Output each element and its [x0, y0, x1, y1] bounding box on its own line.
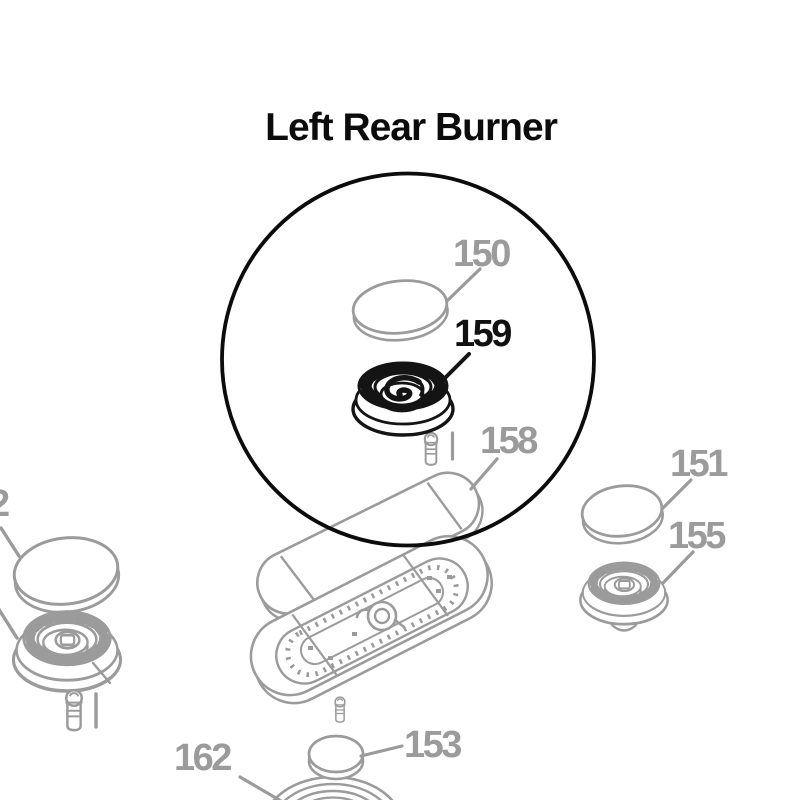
part-label-162: 162 [174, 737, 232, 779]
burner-cap-150-drawing [351, 279, 449, 342]
part-label-159: 159 [454, 313, 512, 355]
leader-line-153 [359, 744, 404, 758]
diagram-title: Left Rear Burner [265, 106, 558, 149]
burner-cap-151-drawing [580, 484, 664, 545]
burner-skirt-notch [91, 661, 112, 685]
burner-port-dots [308, 575, 452, 660]
burner-cap-left-drawing [12, 536, 121, 614]
small-screw-center-bottom [334, 696, 346, 723]
mounting-screw-left [64, 688, 84, 732]
burner-head-159-drawing [351, 361, 455, 437]
part-label-150: 150 [453, 233, 511, 275]
burner-head-162-partial-drawing [272, 775, 394, 800]
leader-line-151 [661, 478, 693, 510]
part-label-153: 153 [404, 724, 462, 766]
burner-head-155-tab [610, 623, 638, 632]
part-label-155: 155 [668, 515, 726, 557]
part-label-151: 151 [670, 443, 728, 485]
leader-line-162 [238, 775, 283, 800]
leader-line-150 [446, 267, 482, 302]
leader-line-155 [661, 550, 695, 585]
leader-line-left-head [0, 607, 19, 640]
mounting-screw-center [423, 431, 439, 466]
burner-head-155-drawing [580, 563, 667, 624]
igniter-detail [355, 600, 406, 632]
detail-circle [220, 171, 596, 548]
leader-line-left-cap [0, 526, 21, 558]
part-label-2-clipped: 2 [0, 485, 10, 523]
burner-cap-153-drawing [307, 734, 365, 781]
leader-line-159 [442, 352, 471, 381]
burner-head-left-drawing [13, 612, 120, 691]
part-label-158: 158 [480, 420, 538, 462]
leader-line-158 [469, 457, 499, 491]
